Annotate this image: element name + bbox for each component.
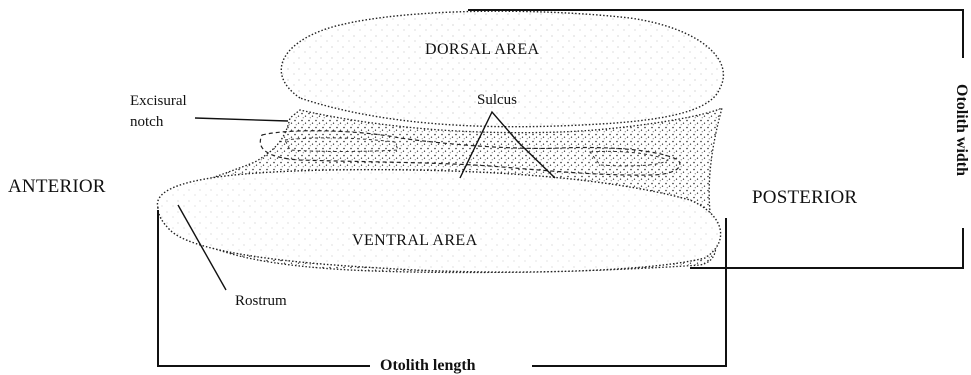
otolith-width-bracket-bottom (690, 228, 963, 268)
otolith-length-label: Otolith length (380, 358, 476, 374)
excisural-notch-label-line2: notch (130, 115, 163, 130)
otolith-width-label: Otolith width (953, 84, 969, 176)
anterior-label: ANTERIOR (8, 177, 106, 196)
sulcus-label: Sulcus (477, 93, 517, 108)
posterior-label: POSTERIOR (752, 188, 857, 207)
excisural-notch-label-line1: Excisural (130, 94, 187, 109)
dorsal-area-label: DORSAL AREA (425, 42, 540, 58)
rostrum-label: Rostrum (235, 294, 287, 309)
excisural-notch-pointer (195, 118, 288, 121)
ventral-area-label: VENTRAL AREA (352, 233, 478, 249)
